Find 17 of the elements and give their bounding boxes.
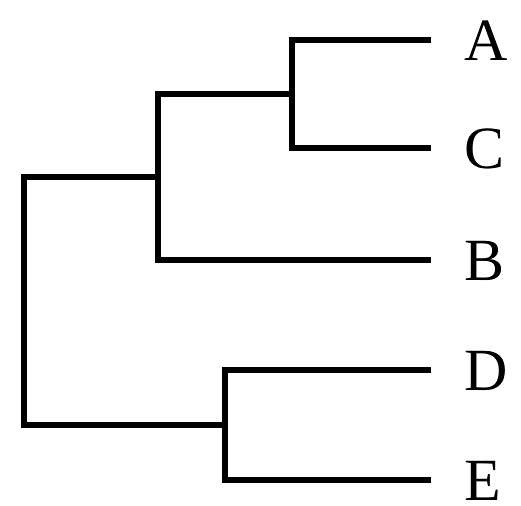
leaf-label: C — [464, 116, 504, 180]
tree-branch-line — [161, 91, 289, 97]
tree-branch-bar — [222, 367, 228, 483]
tree-branch-bar — [289, 37, 295, 151]
tree-branch-line — [27, 422, 222, 428]
tree-branch-line — [161, 257, 431, 263]
leaf-label: E — [464, 448, 501, 506]
tree-branch-bar — [21, 174, 27, 428]
tree-branch-bar — [155, 91, 161, 263]
tree-branch-line — [295, 145, 431, 151]
tree-branch-line — [27, 174, 155, 180]
tree-branch-line — [228, 367, 431, 373]
tree-branch-line — [228, 477, 431, 483]
tree-branch-line — [295, 37, 431, 43]
leaf-label: B — [464, 228, 504, 292]
leaf-label: D — [464, 338, 508, 402]
leaf-label: A — [464, 8, 508, 72]
